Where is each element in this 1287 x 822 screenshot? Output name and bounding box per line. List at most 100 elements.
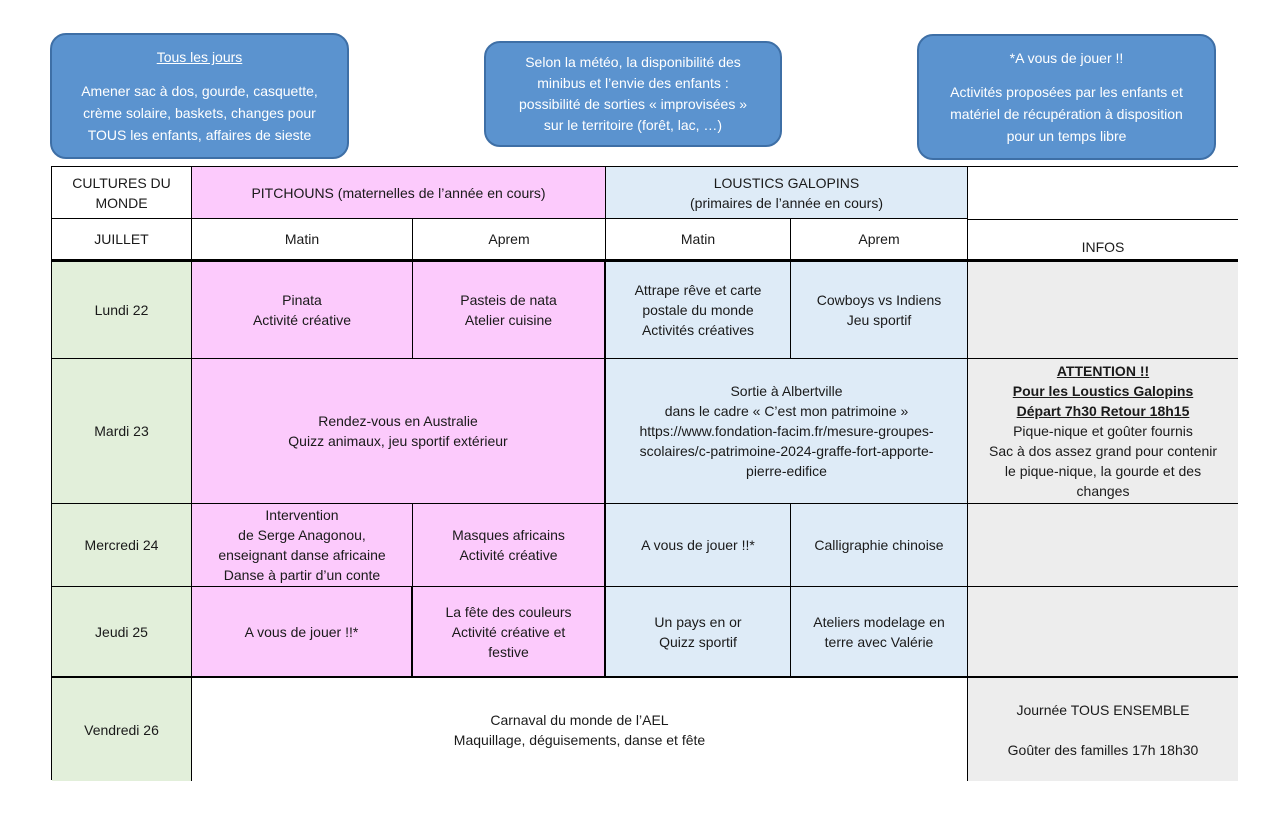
activity-line: Rendez-vous en Australie [318, 413, 478, 429]
activity-line: festive [488, 643, 529, 660]
cell-jeudi-l-aprem: Ateliers modelage en terre avec Valérie [791, 587, 968, 678]
activity-line: Quizz animaux, jeu sportif extérieur [288, 433, 508, 449]
header-matin-label: Matin [284, 231, 320, 247]
info-warning: Pour les Loustics Galopins [1012, 383, 1194, 399]
cell-jeudi-l-matin: Un pays en or Quizz sportif [606, 587, 791, 678]
note-a-vous-de-jouer: *A vous de jouer !! Activités proposées … [917, 34, 1216, 160]
activity-line: Activité créative [252, 312, 352, 328]
header-loustics-line: (primaires de l’année en cours) [690, 194, 883, 211]
info-warning: Départ 7h30 Retour 18h15 [1016, 403, 1190, 419]
day-vendredi: Vendredi 26 [52, 678, 192, 781]
activity-line: Maquillage, déguisements, danse et fête [453, 731, 706, 748]
header-aprem-label: Aprem [488, 231, 530, 247]
activity-line: La fête des couleurs [445, 603, 572, 620]
header-empty [968, 167, 1238, 219]
activity-line: Attrape rêve et carte [634, 282, 762, 298]
activity-line: Activité créative et [451, 623, 566, 640]
note-line: pour un temps libre [1006, 128, 1127, 144]
activity-line: A vous de jouer !!* [641, 537, 755, 553]
header-month-label: JUILLET [94, 231, 149, 247]
activity-line: Pasteis de nata [460, 292, 557, 308]
note-title: *A vous de jouer !! [1009, 50, 1124, 66]
activity-line: terre avec Valérie [824, 633, 934, 650]
activity-line: Calligraphie chinoise [814, 537, 944, 553]
day-mercredi: Mercredi 24 [52, 504, 192, 587]
schedule-table: CULTURES DU MONDE PITCHOUNS (maternelles… [51, 166, 1238, 781]
note-meteo: Selon la météo, la disponibilité des min… [484, 41, 782, 147]
activity-line: de Serge Anagonou, [238, 527, 366, 543]
note-line: crème solaire, baskets, changes pour [83, 105, 316, 121]
header-infos-label: INFOS [1081, 239, 1125, 255]
note-line: Selon la météo, la disponibilité des [525, 54, 741, 70]
activity-line: Ateliers modelage en [813, 613, 945, 630]
cell-mercredi-l-aprem: Calligraphie chinoise [791, 504, 968, 587]
activity-link[interactable]: https://www.fondation-facim.fr/mesure-gr… [639, 423, 934, 439]
header-theme-line: CULTURES DU [72, 174, 171, 191]
activity-line: postale du monde [642, 302, 754, 318]
activity-line: Quizz sportif [659, 633, 737, 650]
info-line: Goûter des familles 17h 18h30 [1007, 741, 1199, 758]
info-line: Journée TOUS ENSEMBLE [1016, 701, 1190, 718]
header-theme-line: MONDE [95, 194, 148, 211]
day-mardi: Mardi 23 [52, 359, 192, 504]
activity-line: Atelier cuisine [464, 312, 553, 328]
cell-mercredi-p-matin: Intervention de Serge Anagonou, enseigna… [192, 504, 413, 587]
header-p-matin: Matin [192, 219, 413, 262]
activity-line: Jeu sportif [846, 312, 912, 328]
cell-mardi-infos: ATTENTION !! Pour les Loustics Galopins … [968, 359, 1238, 504]
note-line: sur le territoire (forêt, lac, …) [543, 117, 723, 133]
activity-line: Cowboys vs Indiens [816, 292, 942, 308]
header-loustics-line: LOUSTICS GALOPINS [713, 174, 860, 191]
cell-jeudi-infos [968, 587, 1238, 678]
activity-line: Pinata [282, 292, 322, 308]
note-line: matériel de récupération à disposition [950, 106, 1183, 122]
cell-mercredi-l-matin: A vous de jouer !!* [606, 504, 791, 587]
day-jeudi: Jeudi 25 [52, 587, 192, 678]
activity-line: Carnaval du monde de l’AEL [490, 711, 669, 728]
activity-link[interactable]: pierre-edifice [746, 463, 827, 479]
activity-line: Un pays en or [654, 613, 742, 630]
note-title: Tous les jours [156, 49, 243, 65]
day-lundi: Lundi 22 [52, 262, 192, 359]
info-warning: ATTENTION !! [1056, 363, 1150, 379]
info-line: le pique-nique, la gourde et des [1004, 463, 1202, 479]
activity-line: dans le cadre « C’est mon patrimoine » [664, 403, 909, 419]
day-label: Lundi 22 [94, 302, 149, 318]
cell-vendredi-all: Carnaval du monde de l’AEL Maquillage, d… [192, 678, 968, 781]
cell-mercredi-p-aprem: Masques africains Activité créative [413, 504, 606, 587]
note-line: TOUS les enfants, affaires de sieste [87, 127, 312, 143]
cell-lundi-p-matin: Pinata Activité créative [192, 262, 413, 359]
header-p-aprem: Aprem [413, 219, 606, 262]
header-theme: CULTURES DU MONDE [52, 167, 192, 219]
cell-mardi-loustics: Sortie à Albertville dans le cadre « C’e… [606, 359, 968, 504]
note-line: possibilité de sorties « improvisées » [519, 96, 747, 112]
cell-lundi-l-matin: Attrape rêve et carte postale du monde A… [606, 262, 791, 359]
activity-line: Activité créative [459, 547, 558, 563]
header-infos: INFOS [968, 219, 1238, 262]
activity-line: Activités créatives [641, 322, 755, 338]
activity-line: A vous de jouer !!* [244, 623, 359, 640]
day-label: Mardi 23 [94, 423, 149, 439]
header-aprem-label: Aprem [858, 231, 900, 247]
cell-lundi-l-aprem: Cowboys vs Indiens Jeu sportif [791, 262, 968, 359]
header-l-aprem: Aprem [791, 219, 968, 262]
header-matin-label: Matin [680, 231, 716, 247]
cell-vendredi-infos: Journée TOUS ENSEMBLE Goûter des famille… [968, 678, 1238, 781]
note-line: Activités proposées par les enfants et [950, 84, 1183, 100]
activity-line: Intervention [265, 507, 339, 523]
note-tous-les-jours: Tous les jours Amener sac à dos, gourde,… [50, 33, 349, 159]
activity-link[interactable]: scolaires/c-patrimoine-2024-graffe-fort-… [639, 443, 934, 459]
info-line: Pique-nique et goûter fournis [1013, 423, 1193, 439]
cell-jeudi-p-matin: A vous de jouer !!* [192, 587, 413, 678]
info-line: changes [1076, 483, 1130, 499]
activity-line: enseignant danse africaine [218, 547, 386, 563]
note-line: Amener sac à dos, gourde, casquette, [81, 83, 318, 99]
day-label: Jeudi 25 [95, 623, 148, 640]
day-label: Mercredi 24 [84, 537, 159, 553]
note-line: minibus et l’envie des enfants : [537, 75, 729, 91]
activity-line: Masques africains [452, 527, 565, 543]
header-loustics: LOUSTICS GALOPINS (primaires de l’année … [606, 167, 968, 219]
header-pitchouns-label: PITCHOUNS (maternelles de l’année en cou… [251, 184, 546, 201]
cell-lundi-infos [968, 262, 1238, 359]
header-pitchouns: PITCHOUNS (maternelles de l’année en cou… [192, 167, 606, 219]
